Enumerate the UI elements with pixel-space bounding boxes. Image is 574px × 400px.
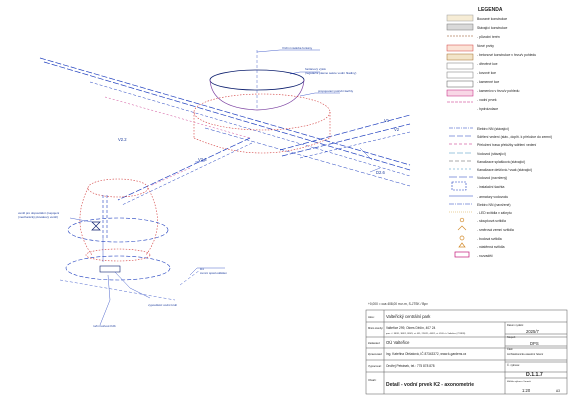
tb-part: Architektonicko-stavební řešení: [507, 352, 543, 356]
tb-location: Valteřice 299, Okres Děčín, 407 24: [386, 326, 436, 330]
legend-item-22: - sloupková svítidla: [477, 219, 506, 223]
legend-item-15: Kanalizace splašková (stávající): [477, 160, 525, 164]
label-v1: V1: [384, 118, 390, 123]
tb-drawing-title: Detail - vodní prvek K2 - axonometrie: [386, 382, 474, 388]
tb-format: A3: [556, 389, 560, 393]
legend-item-7: - kamenné kce: [477, 80, 499, 84]
tb-location-label: Místo stavby:: [368, 326, 384, 330]
legend-item-0: Bourané konstrukce: [477, 17, 507, 21]
drawing-area: Vrchní nádoba fontány fontánový výtok (r…: [18, 46, 411, 328]
tb-date-label: Datum vydání:: [507, 323, 524, 327]
label-drain-pipe: vypouštěcí vodní kruh: [148, 303, 178, 307]
tb-designer-label: Zpracovatel:: [368, 352, 383, 356]
tb-client: OÚ Valteřice: [386, 340, 410, 345]
tb-scale-label: Měřítko výkresu / formát:: [507, 380, 531, 383]
tb-drawn-label: Vypracoval:: [368, 364, 382, 368]
label-v2-3: V2.3: [198, 157, 207, 162]
label-connection-shaft: propojovací potrubí šachty: [318, 89, 354, 93]
legend-labels: Bourané konstrukce Stávající konstrukce …: [477, 17, 552, 258]
tb-client-label: Zadavatel:: [368, 341, 380, 345]
legend-item-23: - směrová zemní svítidla: [477, 228, 514, 232]
legend-item-24: - bodová svítidla: [477, 237, 502, 241]
level-zero-note: +0,000 = cca 408,00 m.n.m, S-JTSK / Bpv: [368, 302, 428, 306]
label-grate-outlet: fontánový výtok: [305, 67, 326, 71]
tb-scale: 1:20: [522, 388, 531, 393]
legend-item-16: Kanalizace dešťová / vsak (stávající): [477, 168, 532, 172]
legend-item-12: Sdělení vedení (stáv., doplň. k přeložce…: [477, 135, 552, 139]
legend-swatches: [446, 14, 474, 103]
tb-stage: DPS: [530, 341, 539, 346]
label-v2-2: V2.2: [118, 137, 127, 142]
title-block: [365, 309, 568, 395]
label-d4-sub: zemní spád oddělen: [200, 271, 227, 275]
lower-shaft: [65, 178, 171, 281]
upper-bowl: [209, 50, 305, 111]
legend-item-20: Elektro NN (navržené): [477, 203, 511, 207]
legend-item-2: - původní terén: [477, 35, 500, 39]
title-block-text: Akce: Valteřický centrální park Místo st…: [368, 314, 560, 393]
bowl-pedestal: [193, 93, 331, 154]
legend-item-25: - nástěnná svítidla: [477, 245, 505, 249]
label-water-tank: ruční kohout K2b: [93, 324, 116, 328]
tb-part-label: Část:: [507, 346, 513, 351]
label-v2: V2: [394, 127, 400, 132]
legend-item-19: - armatury vodovodu: [477, 195, 508, 199]
label-grate-outlet-sub: (regulační pásmo sekce vodní hladiny): [305, 71, 356, 75]
label-d4: D4: [200, 267, 204, 271]
label-upper-bowl: Vrchní nádoba fontány: [282, 46, 313, 50]
label-flow-regulator: ventil pro dopouštění (napojení: [18, 211, 59, 215]
tb-location-parcels: parc. č. 383/1, 383/2, 383/3, st. 451, 2…: [386, 332, 466, 335]
legend-item-9: - vodní prvek: [477, 98, 497, 102]
tb-stage-label: Stupeň:: [507, 335, 516, 339]
label-d2-6: D2.6: [376, 170, 386, 175]
tb-number-label: Č. výkresu:: [507, 362, 520, 367]
legend-item-3: Nové prvky: [477, 44, 494, 48]
tb-number: D.1.1.7: [526, 372, 543, 378]
main-pipe-lines: [39, 57, 411, 187]
tb-project-label: Akce:: [368, 315, 375, 319]
legend-item-18: - instalační šachta: [477, 185, 504, 189]
tb-drawing-label: Obsah:: [368, 378, 377, 382]
legend-title: LEGENDA: [478, 7, 503, 13]
legend-item-17: Vodovod (navržený): [477, 176, 507, 180]
legend-item-21: - LED svítidla v zákrytu: [477, 211, 512, 215]
valve-icon: [91, 221, 101, 231]
legend-item-1: Stávající konstrukce: [477, 26, 507, 30]
left-branch-lines: [117, 137, 253, 206]
legend-item-10: - hydroizolace: [477, 107, 498, 111]
drawing-labels: Vrchní nádoba fontány fontánový výtok (r…: [18, 46, 400, 328]
tb-drawn: Ondřej Petrásek, tel.: 775 878 878: [386, 364, 435, 368]
lower-pipe-lines: [59, 269, 201, 301]
legend-item-13: Přeložení trasa přeložky sdělení vedení: [477, 143, 536, 147]
legend: LEGENDA: [446, 7, 552, 258]
right-branch-lines: [279, 114, 411, 159]
legend-item-8: - kamenivo v řezu/v pohledu: [477, 89, 520, 93]
leader-lines: [69, 49, 381, 326]
tb-designer: Ing. Kateřina Obšatová, IČ 87343372, www…: [386, 351, 467, 356]
legend-item-26: - rozvaděč: [477, 254, 493, 258]
legend-item-5: - dřevěné kce: [477, 62, 498, 66]
legend-item-4: - betonové konstrukce v řezu/v pohledu: [477, 53, 536, 57]
tb-date: 2025/7: [526, 329, 539, 334]
tb-project: Valteřický centrální park: [386, 314, 431, 319]
legend-item-11: Elektro NN (stávající): [477, 127, 509, 131]
legend-item-6: - kovové kce: [477, 71, 496, 75]
legend-light-icons: [454, 217, 470, 258]
shaft-pipe: [99, 195, 121, 273]
label-flow-regulator-sub: (mechanický plovákový ventil): [18, 215, 58, 219]
legend-item-14: Vodovod (stávající): [477, 152, 506, 156]
legend-line-symbols: [449, 127, 473, 213]
